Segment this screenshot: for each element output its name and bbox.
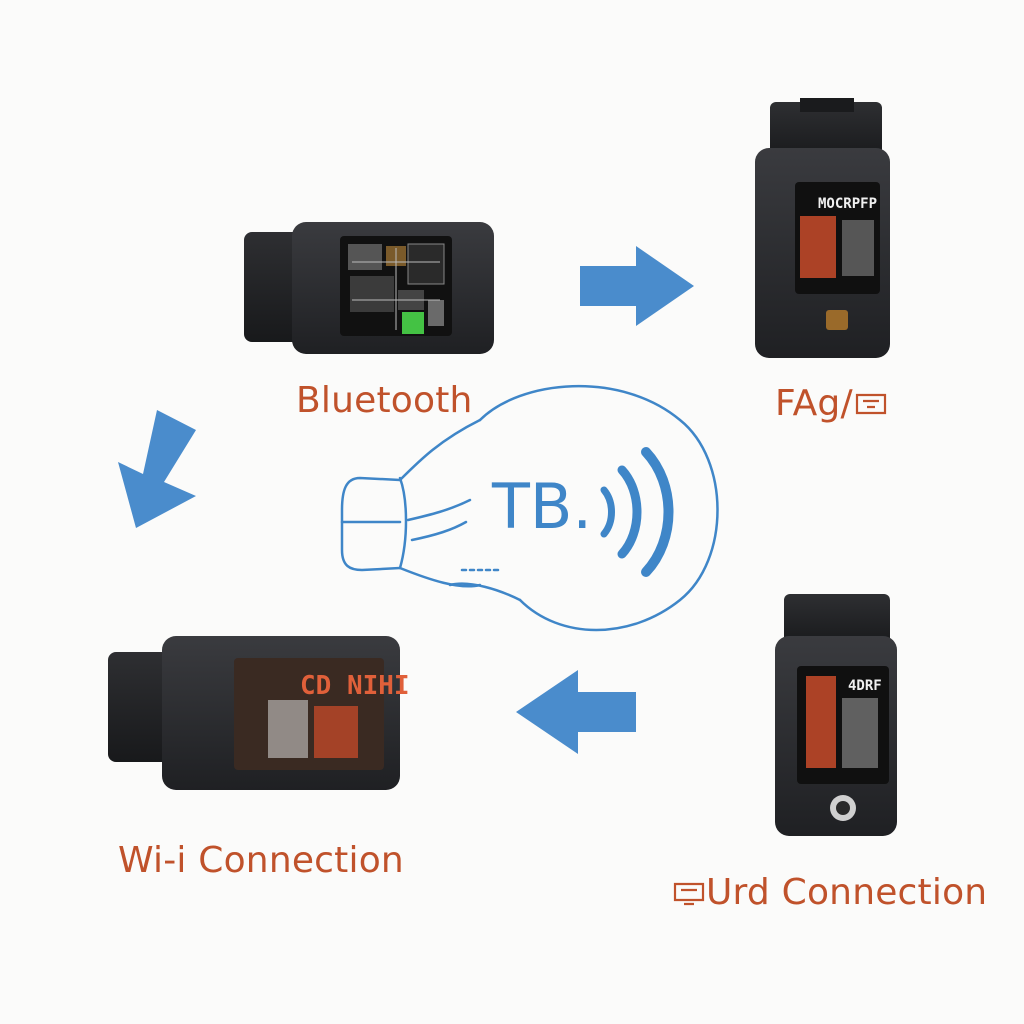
arrow-left xyxy=(516,670,636,754)
wifi-screen-graphic-right xyxy=(314,706,358,758)
fag-label: FAg/ xyxy=(775,383,853,424)
connector-icon xyxy=(673,882,705,906)
arrow-down-left xyxy=(118,410,196,528)
signal-waves-icon xyxy=(600,447,674,577)
center-label: TB. xyxy=(491,470,592,543)
bluetooth-adapter xyxy=(244,222,494,354)
wifi-screen-line-1: CD NIHI xyxy=(300,671,410,701)
fag-screen-line-1: MOCRPFP xyxy=(818,196,877,212)
usb-screen-line-1: 4DRF xyxy=(848,678,882,694)
fag-screen-graphic xyxy=(800,216,836,278)
arrow-right xyxy=(580,246,694,326)
wifi-screen-graphic-left xyxy=(268,700,308,758)
usb-label-group: Urd Connection xyxy=(672,872,987,913)
usb-label: Urd Connection xyxy=(706,872,988,913)
wifi-label: Wi-i Connection xyxy=(118,840,404,881)
bluetooth-circuit-screen xyxy=(348,243,445,334)
usb-screen-graphic xyxy=(806,676,836,768)
fag-screen-text-block xyxy=(842,220,874,276)
fag-label-group: FAg/ xyxy=(775,383,889,424)
usb-screen-text-block xyxy=(842,698,878,768)
bluetooth-label: Bluetooth xyxy=(296,380,473,421)
hand-line-art xyxy=(340,385,719,632)
connector-icon xyxy=(855,393,886,415)
